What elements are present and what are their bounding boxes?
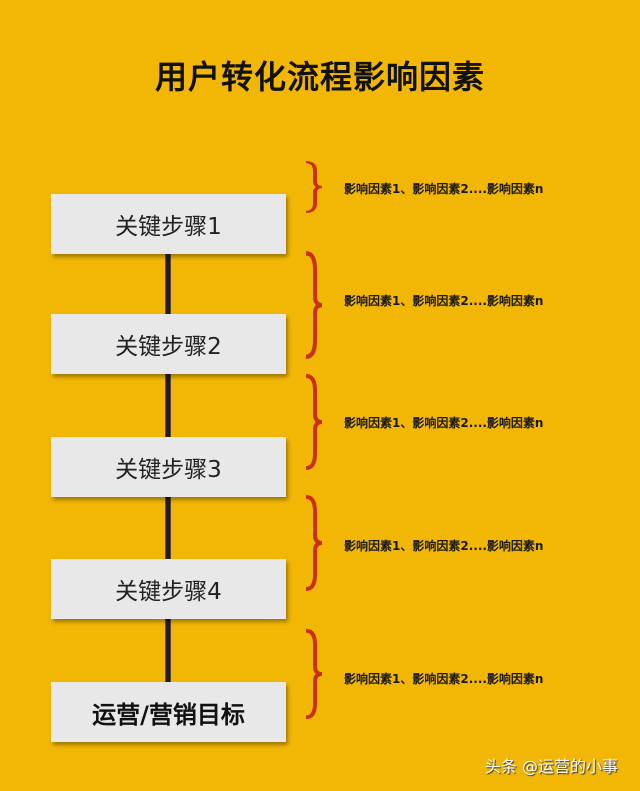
factor-text-5: 影响因素1、影响因素2....影响因素n [344, 672, 544, 686]
brace-icon [303, 628, 323, 720]
brace-icon [303, 373, 323, 471]
step-box-1: 关键步骤1 [51, 194, 286, 254]
goal-box: 运营/营销目标 [51, 682, 286, 742]
page-title: 用户转化流程影响因素 [154, 58, 485, 96]
factor-text-4: 影响因素1、影响因素2....影响因素n [344, 539, 544, 553]
brace-icon [303, 160, 323, 214]
factor-text-2: 影响因素1、影响因素2....影响因素n [344, 294, 544, 308]
factor-text-3: 影响因素1、影响因素2....影响因素n [344, 416, 544, 430]
watermark: 头条 @运营的小事 [484, 757, 618, 776]
brace-icon [303, 250, 323, 360]
step-box-4: 关键步骤4 [51, 559, 286, 619]
step-box-3: 关键步骤3 [51, 437, 286, 497]
brace-icon [303, 494, 323, 592]
factor-text-1: 影响因素1、影响因素2....影响因素n [344, 182, 544, 196]
step-box-2: 关键步骤2 [51, 314, 286, 374]
